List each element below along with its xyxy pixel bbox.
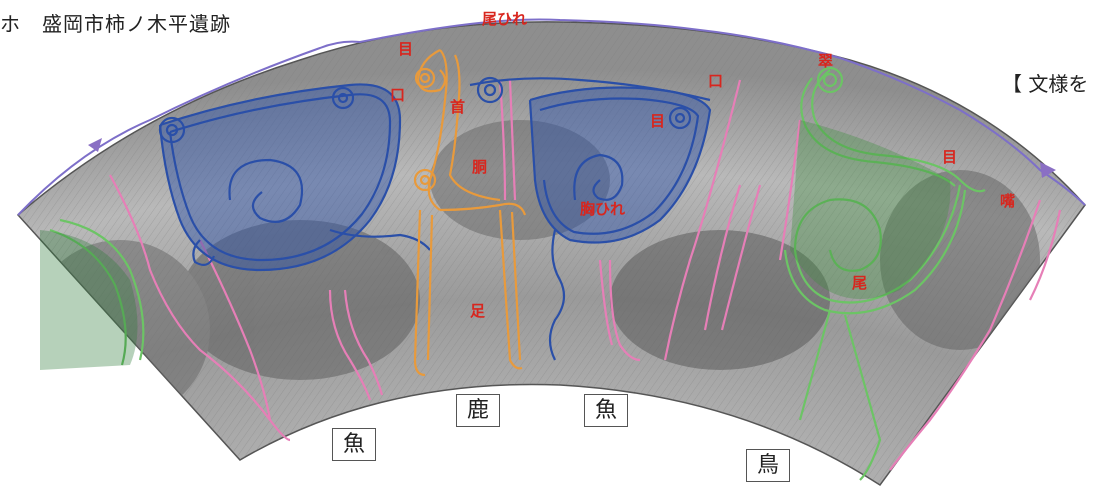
annotation-eye-fish: 目 — [650, 110, 665, 131]
annotation-tail: 尾 — [852, 272, 867, 293]
annotation-beak: 嘴 — [1000, 190, 1015, 211]
annotation-neck: 首 — [450, 96, 465, 117]
annotation-mouth-fish: 口 — [708, 70, 723, 91]
label-fish-left: 魚 — [332, 428, 376, 461]
annotation-torso: 胴 — [472, 156, 487, 177]
figure-caption: ホ 盛岡市柿ノ木平遺跡 — [0, 8, 231, 37]
figure-caption-right: 【 文様を — [1002, 68, 1088, 97]
label-fish-right: 魚 — [584, 394, 628, 427]
annotation-eye-bird: 目 — [942, 146, 957, 167]
rim-marker-left — [88, 138, 102, 152]
annotation-leg: 足 — [470, 300, 485, 321]
annotation-eye-deer: 目 — [398, 38, 413, 59]
annotation-chest-fin: 胸ひれ — [580, 198, 625, 219]
label-bird: 鳥 — [746, 449, 790, 482]
annotation-tail-fin: 尾ひれ — [482, 8, 527, 29]
annotation-mouth-deer: 口 — [390, 84, 405, 105]
label-deer: 鹿 — [456, 394, 500, 427]
annotation-wing: 翠 — [818, 50, 833, 71]
